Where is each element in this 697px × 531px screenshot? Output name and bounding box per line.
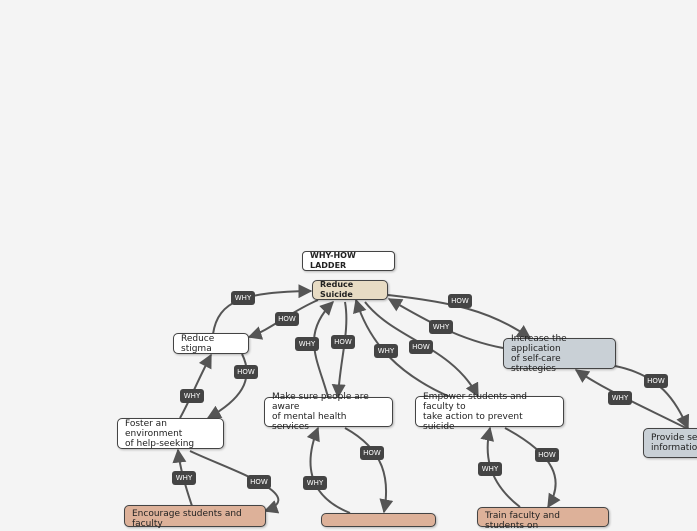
edge-provide-how [614, 365, 690, 430]
edge-aware-how [331, 301, 348, 399]
edge-bottommid-how [344, 427, 394, 514]
how-tag[interactable]: HOW [247, 475, 271, 489]
why-tag[interactable]: WHY [608, 391, 632, 405]
how-tag[interactable]: HOW [409, 340, 433, 354]
mind-map-canvas: WHY-HOW LADDER Reduce Suicide Reduce sti… [117, 251, 697, 531]
edge-empower-why [353, 298, 451, 398]
node-encourage[interactable]: Encourage students and faculty [124, 505, 266, 529]
why-tag[interactable]: WHY [303, 476, 327, 490]
why-tag[interactable]: WHY [429, 320, 453, 334]
node-foster-environment[interactable]: Foster an environment of help-seeking [117, 418, 224, 449]
node-train[interactable]: Train faculty and students on [477, 507, 609, 531]
why-tag[interactable]: WHY [478, 462, 502, 476]
how-tag[interactable]: HOW [535, 448, 559, 462]
ladder-title: WHY-HOW LADDER [302, 251, 395, 271]
node-reduce-stigma[interactable]: Reduce stigma [173, 333, 249, 354]
node-bottom-mid[interactable] [321, 513, 436, 527]
why-tag[interactable]: WHY [295, 337, 319, 351]
node-provide-info[interactable]: Provide self information [643, 428, 697, 458]
edge-foster-how [206, 353, 248, 419]
how-tag[interactable]: HOW [234, 365, 258, 379]
how-tag[interactable]: HOW [275, 312, 299, 326]
root-node-reduce-suicide[interactable]: Reduce Suicide [312, 280, 388, 300]
edge-selfcare-how [387, 294, 532, 339]
edge-bottommid-why [306, 426, 351, 514]
node-aware-services[interactable]: Make sure people are aware of mental hea… [264, 392, 393, 432]
edge-foster-why [179, 353, 212, 419]
how-tag[interactable]: HOW [331, 335, 355, 349]
node-self-care[interactable]: Increase the application of self-care st… [503, 334, 616, 374]
how-tag[interactable]: HOW [448, 294, 472, 308]
why-tag[interactable]: WHY [172, 471, 196, 485]
why-tag[interactable]: WHY [231, 291, 255, 305]
edge-train-how [504, 427, 561, 509]
how-tag[interactable]: HOW [360, 446, 384, 460]
why-tag[interactable]: WHY [374, 344, 398, 358]
how-tag[interactable]: HOW [644, 374, 668, 388]
why-tag[interactable]: WHY [180, 389, 204, 403]
node-empower[interactable]: Empower students and faculty to take act… [415, 392, 564, 432]
